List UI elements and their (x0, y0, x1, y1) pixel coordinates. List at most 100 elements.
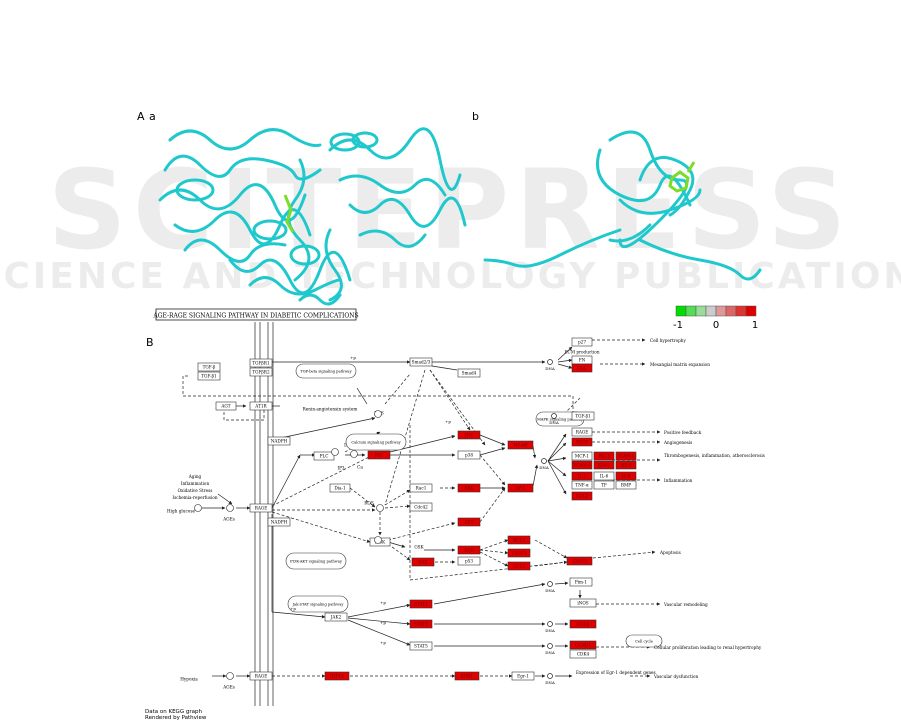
node-label-ages1: AGEs (222, 517, 235, 522)
dna-label: DNA (545, 366, 555, 371)
node-label-inflammation: Inflammation (181, 481, 210, 486)
node-nfkb: NF-κB (507, 440, 534, 450)
compound-circle (331, 448, 339, 456)
node-erk: ERK (457, 483, 481, 493)
node-tnfa: TNF-α (571, 480, 593, 490)
node-high_glucose: High glucose (167, 509, 195, 514)
node-smad4: Smad4 (457, 368, 481, 378)
colorbar-min: -1 (673, 320, 683, 331)
edge-label-p: +p (380, 620, 386, 625)
pathway-nodes: TGF-βTGF-β1TGFβR1TGFβR2Smad2/3Smad4TGF-b… (167, 337, 663, 690)
node-label-rage_dna: RAGE (576, 430, 589, 435)
dna-label: DNA (545, 588, 555, 593)
node-p27: p27 (571, 337, 593, 347)
node-casp3: CASP3 (507, 548, 531, 558)
dna-label: DNA (549, 420, 559, 425)
node-label-rage2: RAGE (255, 674, 268, 679)
node-vcam: VCAM-1 (571, 460, 593, 470)
node-label-jak_pathway: Jak-STAT signaling pathway (292, 603, 345, 607)
node-label-casp3: CASP3 (512, 551, 527, 556)
node-ages2: AGEs (222, 685, 235, 690)
node-calcium_pathway: Calcium signaling pathway (345, 433, 407, 451)
node-ccl2: CCL2 (507, 561, 531, 571)
pathway-title: AGE-RAGE SIGNALING PATHWAY IN DIABETIC C… (152, 313, 358, 320)
node-label-erk: ERK (464, 486, 474, 491)
outcome-vascular_dysfunction: Vascular dysfunction (653, 674, 699, 679)
node-label-nadph2: NADPH (271, 520, 288, 525)
node-il8: IL-8 (615, 471, 637, 481)
node-label-ras_pathway: Renin-angiotensin system (303, 407, 358, 412)
node-agt: AGT (215, 401, 237, 411)
compound-circle (194, 504, 202, 512)
node-stat3: STAT3 (409, 619, 433, 629)
node-rage1: RAGE (249, 503, 273, 513)
node-label-smad23: Smad2/3 (412, 360, 431, 365)
outcome-angiogenesis: Angiogenesis (663, 440, 692, 445)
node-label-ca: Ca (357, 465, 363, 470)
node-label-tgfbr2: TGFβR2 (252, 370, 270, 375)
node-rage_dna: RAGE (571, 427, 593, 437)
node-label-pim1: Pim-1 (575, 580, 588, 585)
edge-labels: +p+p+p+p+p+p (290, 355, 451, 645)
node-edn1: EDN1 (593, 460, 615, 470)
node-label-vegf: VEGF (575, 440, 588, 445)
node-label-tgfb1: TGF-β1 (201, 374, 217, 379)
dna-label: DNA (545, 628, 555, 633)
node-label-cdc42: Cdc42 (414, 505, 428, 510)
node-label-ros_mid: ROS (364, 501, 374, 506)
node-bad: BAD (457, 545, 481, 555)
watermark: SCITEPRESS SCIENCE AND TECHNOLOGY PUBLIC… (0, 146, 901, 297)
node-pim1: Pim-1 (569, 577, 593, 587)
node-label-hif: HIF1A (330, 674, 345, 679)
node-label-vcam: VCAM-1 (572, 463, 591, 468)
node-label-ccl2: CCL2 (576, 494, 588, 499)
ligand-b (668, 161, 696, 193)
outcome-egr_genes: Expression of Egr-1 dependent genes (576, 670, 656, 675)
panel-label-B: B (146, 336, 154, 349)
node-rage2: RAGE (249, 671, 273, 681)
node-cdc42: Cdc42 (409, 502, 433, 512)
node-jak_pathway: Jak-STAT signaling pathway (287, 595, 349, 613)
edge-label-p: +p (380, 600, 386, 605)
node-label-col4: COL4 (577, 622, 589, 627)
node-vegf: VEGF (571, 437, 593, 447)
node-label-agt: AGT (220, 404, 230, 409)
dna-label: DNA (545, 680, 555, 685)
node-p53: p53 (457, 556, 481, 566)
dna-circle (547, 673, 553, 679)
node-nadph2: NADPH (267, 517, 291, 527)
node-ip3: IP3 (337, 466, 344, 471)
colorbar: -1 0 1 (673, 305, 758, 331)
compound-circle (374, 410, 382, 418)
node-nadph1: NADPH (267, 436, 291, 446)
colorbar-mid: 0 (713, 320, 719, 331)
node-label-nadph1: NADPH (271, 439, 288, 444)
node-jak2: JAK2 (324, 612, 348, 622)
node-fn: FN (571, 355, 593, 365)
node-jnk: JNK (457, 430, 481, 440)
panel-label-b: b (472, 110, 479, 123)
node-col4: COL4 (569, 619, 597, 629)
node-label-mcp1: MCP-1 (575, 454, 589, 459)
dna-circle (547, 643, 553, 649)
node-label-tgfb2: TGF-β (203, 365, 216, 370)
node-label-ccnd1: CCND1 (575, 643, 591, 648)
node-hypoxia: Hypoxia (180, 677, 198, 682)
node-label-ecm: ECM production (564, 350, 599, 355)
node-plc: PLC (313, 451, 335, 461)
node-label-bax: BAX (418, 560, 427, 565)
node-oxidative: Oxidative Stress (178, 488, 213, 493)
node-label-stat5: STAT5 (414, 644, 428, 649)
outcome-thrombogenesis: Thrombogenesis, inflammation, atheroscle… (664, 453, 765, 458)
node-stat1: STAT1 (409, 599, 433, 609)
node-tf: TF (593, 480, 615, 490)
node-label-jak2: JAK2 (330, 615, 342, 620)
edge-label-p: +p (380, 640, 386, 645)
node-label-egr: EGR1 (461, 674, 474, 679)
watermark-small-text: SCIENCE AND TECHNOLOGY PUBLICATIONS (0, 256, 901, 297)
outcome-inflammation: Inflammation (664, 478, 693, 483)
node-label-cellcycle: Cell cycle (635, 640, 653, 644)
node-tgfb1: TGF-β1 (197, 371, 221, 381)
node-label-at1r: AT1R (254, 404, 267, 409)
